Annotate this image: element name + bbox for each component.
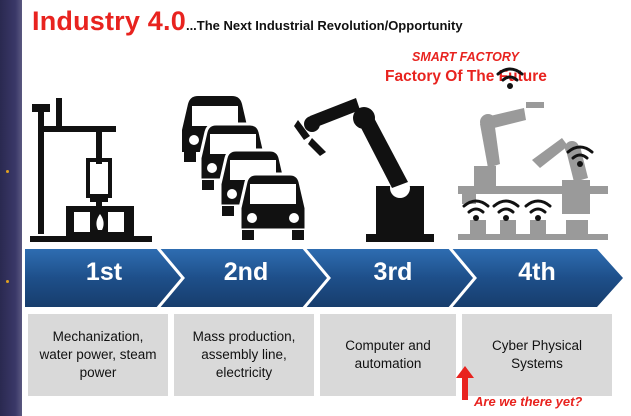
connected-robots-icon bbox=[458, 67, 608, 240]
smart-factory-label: SMART FACTORY bbox=[412, 50, 519, 64]
car-assembly-icon bbox=[182, 96, 308, 240]
up-arrow-icon bbox=[456, 366, 474, 400]
description-text: Computer and automation bbox=[345, 338, 431, 371]
callout-text: Are we there yet? bbox=[474, 394, 583, 409]
left-edge-panel bbox=[0, 0, 22, 416]
stage-description-4th: Cyber Physical Systems bbox=[462, 314, 612, 396]
stage-description-2nd: Mass production, assembly line, electric… bbox=[174, 314, 314, 396]
stage-label-2nd: 2nd bbox=[223, 258, 269, 286]
stage-label-3rd: 3rd bbox=[373, 258, 413, 286]
timeline-arrow bbox=[25, 249, 623, 307]
stage-description-1st: Mechanization, water power, steam power bbox=[28, 314, 168, 396]
page-title: Industry 4.0...The Next Industrial Revol… bbox=[32, 6, 463, 37]
factory-future-label: Factory Of The Future bbox=[385, 68, 547, 85]
edge-dot bbox=[6, 280, 9, 283]
description-text: Mechanization, water power, steam power bbox=[39, 329, 157, 380]
description-text: Mass production, assembly line, electric… bbox=[192, 329, 296, 380]
illustration-layer bbox=[30, 67, 608, 242]
stage-description-3rd: Computer and automation bbox=[320, 314, 456, 396]
stage-label-1st: 1st bbox=[85, 258, 123, 286]
steam-engine-icon bbox=[30, 98, 152, 242]
description-text: Cyber Physical Systems bbox=[491, 338, 583, 371]
robot-arm-icon bbox=[294, 98, 434, 242]
title-subtitle: ...The Next Industrial Revolution/Opport… bbox=[185, 18, 463, 33]
edge-dot bbox=[6, 170, 9, 173]
title-main: Industry 4.0 bbox=[32, 6, 186, 36]
stage-label-4th: 4th bbox=[518, 258, 556, 286]
